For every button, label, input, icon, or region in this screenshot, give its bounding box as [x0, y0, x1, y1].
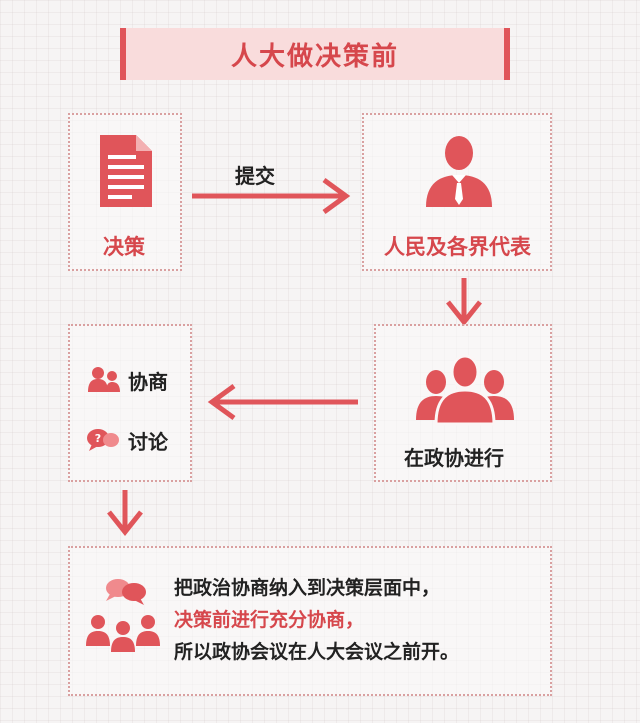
arrow-down-left: [107, 490, 143, 537]
person-tie-icon: [426, 136, 492, 207]
arrow-right: [192, 177, 351, 215]
node-decision: 决策: [68, 113, 182, 271]
summary-line-3: 所以政协会议在人大会议之前开。: [174, 641, 460, 663]
arrow-down-right: [446, 278, 482, 327]
group-icon: [416, 354, 514, 426]
representatives-label: 人民及各界代表: [384, 235, 531, 259]
node-cppcc: 在政协进行: [374, 324, 552, 482]
summary-line-2: 决策前进行充分协商，: [174, 609, 365, 631]
title-banner: 人大做决策前: [120, 28, 510, 80]
node-consult-discuss: 协商 ? 讨论: [68, 324, 192, 482]
speech-bubbles-icon: ?: [87, 429, 119, 451]
node-representatives: 人民及各界代表: [362, 113, 552, 271]
submit-label: 提交: [235, 164, 275, 188]
document-icon: [100, 135, 152, 207]
page-title: 人大做决策前: [230, 41, 399, 72]
summary-line-1: 把政治协商纳入到决策层面中，: [174, 577, 441, 599]
svg-text:?: ?: [95, 432, 101, 445]
arrow-left: [207, 383, 358, 421]
discuss-label: 讨论: [128, 430, 168, 454]
summary-box: 把政治协商纳入到决策层面中， 决策前进行充分协商， 所以政协会议在人大会议之前开…: [68, 546, 552, 696]
team-discussion-icon: [86, 579, 160, 652]
people-icon: [88, 367, 120, 392]
decision-label: 决策: [103, 235, 145, 259]
consult-label: 协商: [128, 370, 168, 394]
cppcc-label: 在政协进行: [404, 446, 504, 470]
